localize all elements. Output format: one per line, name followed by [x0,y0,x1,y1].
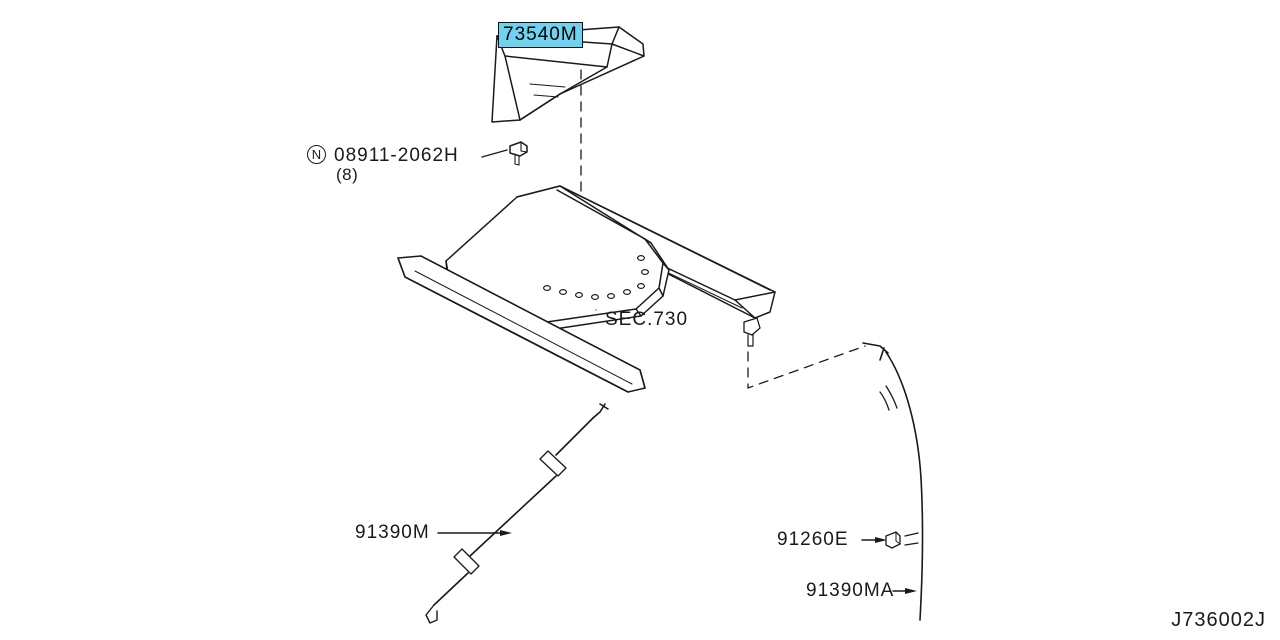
cable-91390MA [862,342,924,621]
clip-91260E [861,531,901,549]
diagram-footer-code: J736002J [1171,609,1266,631]
fastener-label-08911-2062H[interactable]: 08911-2062H [334,145,459,166]
part-label-91260E[interactable]: 91260E [777,529,849,550]
roof-side-rail-left [397,255,646,393]
part-label-91390MA[interactable]: 91390MA [806,580,895,601]
cable-91390M [425,403,609,624]
grommet-right [743,317,761,347]
section-ref-label-sec730[interactable]: SEC.730 [605,309,689,330]
fastener-circle-n-icon: N [307,145,326,164]
fastener-qty-label: (8) [336,165,359,184]
part-label-91390M[interactable]: 91390M [355,522,430,543]
fastener-bolt-08911 [509,141,528,166]
part-label-73540M[interactable]: 73540M [498,22,583,48]
